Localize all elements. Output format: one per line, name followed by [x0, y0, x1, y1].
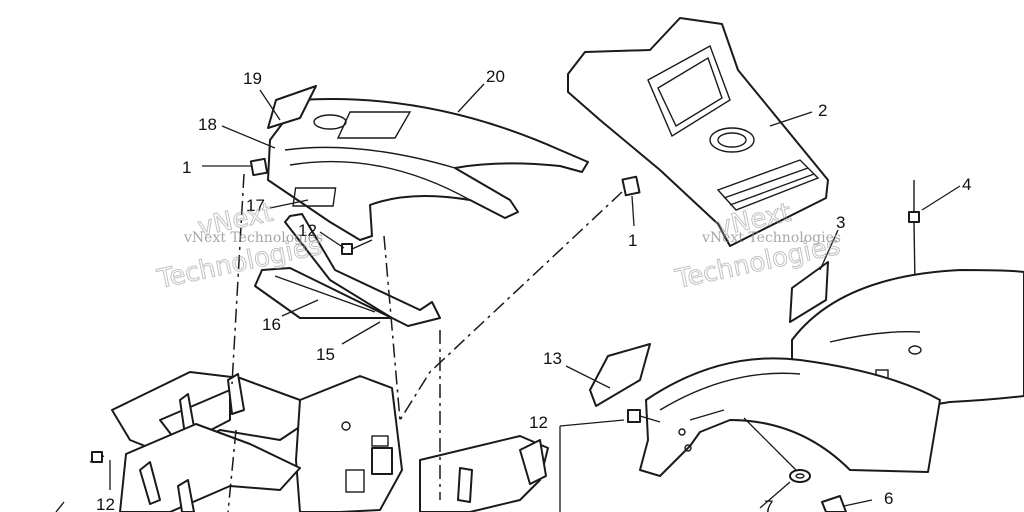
callout-6: 6	[884, 489, 893, 508]
callout-13: 13	[543, 349, 562, 368]
part-3-pad	[789, 261, 829, 323]
part-12-bolt-middle	[627, 409, 661, 423]
part-1-clip-right	[621, 175, 641, 197]
callout-1-right: 1	[628, 231, 637, 250]
part-20-front-cover	[267, 98, 589, 241]
part-7-washer	[789, 469, 811, 483]
callout-12-upper: 12	[298, 221, 317, 240]
svg-text:vNext Technologies: vNext Technologies	[701, 230, 841, 246]
part-12-bolt-upper	[341, 239, 373, 255]
callout-19: 19	[243, 69, 262, 88]
callout-18: 18	[198, 115, 217, 134]
frame	[55, 371, 549, 512]
callout-4: 4	[962, 175, 971, 194]
part-15-bracket	[284, 213, 441, 327]
callout-3: 3	[836, 213, 845, 232]
leader-lines	[109, 83, 961, 512]
part-2-console	[567, 17, 829, 247]
part-13-pad	[589, 343, 651, 407]
svg-text:vNext Technologies: vNext Technologies	[183, 230, 323, 246]
part-6-bolt	[821, 495, 847, 512]
callout-20: 20	[486, 67, 505, 86]
callout-2: 2	[818, 101, 827, 120]
callout-12-middle: 12	[529, 413, 548, 432]
callout-16: 16	[262, 315, 281, 334]
assembly-lines	[227, 173, 623, 512]
callout-12-lower: 12	[96, 495, 115, 512]
callout-7: 7	[764, 497, 773, 512]
front-fender	[639, 357, 941, 477]
part-1-clip-left	[249, 157, 269, 177]
part-16-reflector-panel	[254, 267, 393, 319]
callout-17: 17	[246, 196, 265, 215]
part-19-trim	[267, 85, 317, 129]
callout-15: 15	[316, 345, 335, 364]
callout-1-left: 1	[182, 158, 191, 177]
callout-labels: 19 18 1 20 2 1 17 12 16 15 3 4 13 12 12 …	[96, 67, 971, 512]
